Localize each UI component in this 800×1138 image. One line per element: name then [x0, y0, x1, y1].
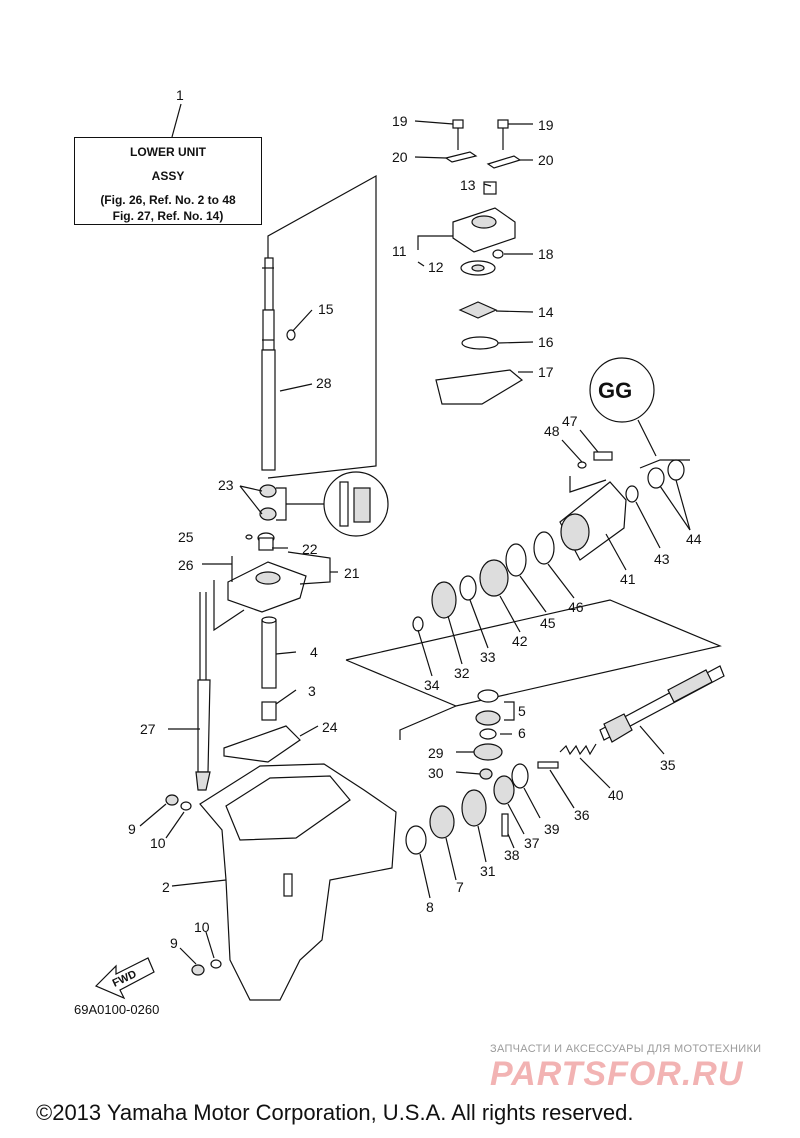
callout-32: 32 — [454, 665, 470, 681]
callout-40: 40 — [608, 787, 624, 803]
callout-2: 2 — [162, 879, 170, 895]
lower-unit-assy-box: LOWER UNIT ASSY (Fig. 26, Ref. No. 2 to … — [74, 137, 262, 225]
callout-18: 18 — [538, 246, 554, 262]
callout-26: 26 — [178, 557, 194, 573]
callout-3: 3 — [308, 683, 316, 699]
callout-14: 14 — [538, 304, 554, 320]
callout-41: 41 — [620, 571, 636, 587]
propeller-shaft — [599, 665, 725, 743]
callout-48: 48 — [544, 423, 560, 439]
callout-46: 46 — [568, 599, 584, 615]
callout-23: 23 — [218, 477, 234, 493]
callout-47: 47 — [562, 413, 578, 429]
assy-line-2: ASSY — [151, 169, 185, 183]
callout-6: 6 — [518, 725, 526, 741]
callout-20a: 20 — [392, 149, 408, 165]
callout-9b: 9 — [170, 935, 178, 951]
drive-shaft — [261, 257, 276, 471]
callout-15: 15 — [318, 301, 334, 317]
callout-39: 39 — [544, 821, 560, 837]
assy-line-4: Fig. 27, Ref. No. 14) — [112, 209, 224, 223]
callout-30: 30 — [428, 765, 444, 781]
callout-27: 27 — [140, 721, 156, 737]
callout-8: 8 — [426, 899, 434, 915]
drawing-number: 69A0100-0260 — [74, 1002, 160, 1017]
callout-31: 31 — [480, 863, 496, 879]
callout-34: 34 — [424, 677, 440, 693]
callout-43: 43 — [654, 551, 670, 567]
callout-11: 11 — [392, 243, 407, 259]
callout-25: 25 — [178, 529, 194, 545]
fwd-arrow-icon — [94, 957, 155, 1000]
callout-19b: 19 — [538, 117, 554, 133]
callout-35: 35 — [660, 757, 676, 773]
callout-42: 42 — [512, 633, 528, 649]
water-pump-group — [435, 119, 524, 405]
callout-28: 28 — [316, 375, 332, 391]
callout-38: 38 — [504, 847, 520, 863]
callout-7: 7 — [456, 879, 464, 895]
callout-13: 13 — [460, 177, 476, 193]
callout-19a: 19 — [392, 113, 408, 129]
callout-4: 4 — [310, 644, 318, 660]
callout-12: 12 — [428, 259, 444, 275]
callout-36: 36 — [574, 807, 590, 823]
callout-37: 37 — [524, 835, 540, 851]
callout-29: 29 — [428, 745, 444, 761]
assy-line-3: (Fig. 26, Ref. No. 2 to 48 — [100, 193, 236, 207]
callout-21: 21 — [344, 565, 360, 581]
callout-44: 44 — [686, 531, 702, 547]
callout-5: 5 — [518, 703, 526, 719]
callout-16: 16 — [538, 334, 554, 350]
callout-33: 33 — [480, 649, 496, 665]
callout-20b: 20 — [538, 152, 554, 168]
callout-10b: 10 — [194, 919, 210, 935]
watermark-logo: PARTSFOR.RU — [490, 1055, 744, 1093]
grease-symbol-label: GG — [598, 378, 632, 403]
watermark-subtitle: ЗАПЧАСТИ И АКСЕССУАРЫ ДЛЯ МОТОТЕХНИКИ — [490, 1043, 762, 1055]
assy-line-1: LOWER UNIT — [130, 145, 206, 159]
callout-9a: 9 — [128, 821, 136, 837]
callout-17: 17 — [538, 364, 554, 380]
callout-1: 1 — [176, 87, 184, 103]
lower-casing — [199, 763, 397, 1001]
callout-24: 24 — [322, 719, 338, 735]
callout-45: 45 — [540, 615, 556, 631]
copyright-notice: ©2013 Yamaha Motor Corporation, U.S.A. A… — [36, 1100, 634, 1125]
callout-10a: 10 — [150, 835, 166, 851]
callout-22: 22 — [302, 541, 318, 557]
